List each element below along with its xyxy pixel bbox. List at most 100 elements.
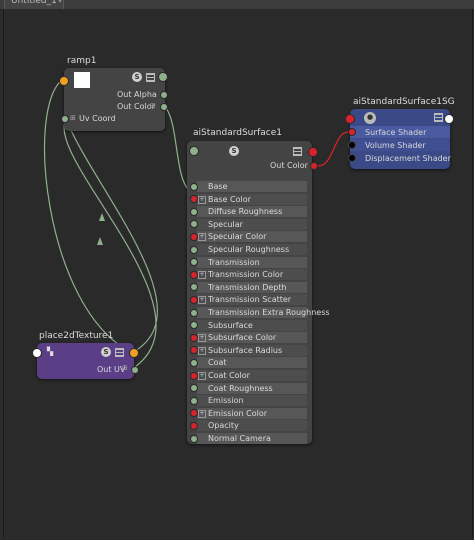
surface-attribute-label: Transmission Depth bbox=[208, 282, 287, 292]
shading-group-node[interactable]: ● Surface Shader Volume Shader Displacem… bbox=[345, 109, 454, 169]
shader-ball-icon[interactable]: S bbox=[132, 72, 142, 82]
surface-attribute-label: Normal Camera bbox=[208, 434, 271, 443]
place2d-node[interactable]: ▚ S Out UV ⊞ bbox=[32, 343, 139, 379]
surface-attribute-row[interactable]: Base bbox=[190, 181, 307, 192]
wire-ramp-outcolor-to-basecolor bbox=[163, 105, 191, 192]
surface-attribute-port[interactable] bbox=[190, 409, 198, 418]
expand-plus-icon[interactable] bbox=[198, 233, 206, 242]
surface-attribute-port[interactable] bbox=[190, 308, 198, 317]
surface-input-port[interactable] bbox=[189, 146, 199, 156]
tab-menu-icon[interactable]: ▾ bbox=[58, 0, 63, 5]
surface-attribute-port[interactable] bbox=[190, 207, 198, 216]
surface-attribute-row[interactable]: Transmission Depth bbox=[190, 281, 307, 293]
surface-attribute-row[interactable]: Emission bbox=[190, 395, 307, 407]
expand-plus-icon[interactable] bbox=[198, 195, 206, 204]
sg-output-port[interactable] bbox=[444, 114, 454, 124]
surface-attribute-row[interactable]: Normal Camera bbox=[190, 433, 307, 444]
surface-attribute-row[interactable]: Subsurface bbox=[190, 319, 307, 331]
ramp-node[interactable]: S Out Alpha Out Color ⊞ ⊞ Uv Coord bbox=[59, 68, 168, 131]
surface-attribute-port[interactable] bbox=[190, 346, 198, 355]
surface-attribute-row[interactable]: Subsurface Radius bbox=[190, 344, 307, 356]
shader-ball-icon[interactable]: S bbox=[101, 347, 111, 357]
attribute-list-icon[interactable] bbox=[146, 73, 155, 82]
surface-attribute-port[interactable] bbox=[190, 295, 198, 304]
expand-plus-icon[interactable] bbox=[198, 271, 206, 280]
expand-grid-icon[interactable]: ⊞ bbox=[150, 102, 156, 110]
surface-attribute-port[interactable] bbox=[190, 358, 198, 367]
ramp-input-port[interactable] bbox=[59, 76, 69, 86]
surface-attribute-label: Coat bbox=[208, 358, 227, 368]
ramp-out-color-port[interactable] bbox=[160, 103, 168, 111]
surface-attribute-row[interactable]: Coat bbox=[190, 357, 307, 369]
expand-grid-icon[interactable]: ⊞ bbox=[70, 114, 76, 122]
surface-attribute-label: Emission Color bbox=[208, 408, 268, 418]
surface-attribute-port[interactable] bbox=[190, 220, 198, 229]
expand-plus-icon[interactable] bbox=[198, 409, 206, 418]
surface-attribute-row[interactable]: Transmission bbox=[190, 256, 307, 268]
ramp-out-alpha-port[interactable] bbox=[160, 91, 168, 99]
sg-row-bg bbox=[350, 139, 450, 151]
surface-attribute-port[interactable] bbox=[190, 321, 198, 330]
ramp-output-port[interactable] bbox=[158, 72, 168, 82]
wire-outuv-to-uvcoord bbox=[63, 118, 157, 368]
surface-attribute-port[interactable] bbox=[190, 434, 198, 443]
surface-attribute-port[interactable] bbox=[190, 258, 198, 267]
attribute-list-icon[interactable] bbox=[434, 113, 443, 122]
surface-attribute-row[interactable]: Transmission Color bbox=[190, 269, 307, 281]
surface-attribute-row[interactable]: Specular bbox=[190, 218, 307, 230]
place2d-input-port[interactable] bbox=[32, 348, 42, 358]
expand-plus-icon[interactable] bbox=[198, 346, 206, 355]
sg-volume-shader-port[interactable] bbox=[348, 141, 356, 149]
surface-attribute-row[interactable]: Base Color bbox=[190, 193, 307, 205]
expand-plus-icon[interactable] bbox=[198, 372, 206, 380]
surface-attribute-row[interactable]: Coat Roughness bbox=[190, 382, 307, 394]
surface-attribute-row[interactable]: Transmission Scatter bbox=[190, 294, 307, 306]
surface-attribute-port[interactable] bbox=[190, 245, 198, 254]
surface-attribute-label: Transmission Extra Roughness bbox=[208, 308, 330, 317]
surface-attribute-row[interactable]: Diffuse Roughness bbox=[190, 206, 307, 218]
sg-surface-shader-label: Surface Shader bbox=[365, 128, 427, 137]
surface-attribute-port[interactable] bbox=[190, 270, 198, 279]
surface-attribute-port[interactable] bbox=[190, 371, 198, 380]
attribute-list-icon[interactable] bbox=[293, 147, 302, 156]
sg-displacement-shader-port[interactable] bbox=[348, 154, 356, 162]
wire-arrow-1 bbox=[99, 213, 105, 221]
place2d-out-uv-port[interactable] bbox=[131, 366, 139, 374]
place2d-output-port[interactable] bbox=[129, 348, 139, 358]
surface-attribute-label: Subsurface Radius bbox=[208, 345, 283, 355]
surface-attribute-row[interactable]: Emission Color bbox=[190, 407, 307, 419]
expand-plus-icon[interactable] bbox=[198, 334, 206, 343]
surface-attribute-port[interactable] bbox=[190, 232, 198, 241]
surface-attribute-port[interactable] bbox=[190, 283, 198, 292]
connection-wires bbox=[43, 77, 349, 368]
surface-attribute-port[interactable] bbox=[190, 421, 198, 430]
shader-ball-icon[interactable]: S bbox=[229, 146, 239, 156]
node-editor-canvas[interactable]: ramp1 S Out Alpha Out Color ⊞ ⊞ Uv Coord… bbox=[3, 9, 473, 538]
tab-bar: Untitled_1 ▾ bbox=[0, 0, 474, 10]
surface-output-port[interactable] bbox=[308, 147, 318, 157]
sg-input-port[interactable] bbox=[345, 114, 355, 124]
surface-attribute-row[interactable]: Specular Color bbox=[190, 231, 307, 243]
surface-attribute-port[interactable] bbox=[190, 182, 198, 191]
place2d-node-title: place2dTexture1 bbox=[39, 331, 114, 341]
surface-out-color-port[interactable] bbox=[310, 162, 318, 170]
surface-attribute-label: Opacity bbox=[208, 421, 239, 431]
surface-attribute-row[interactable]: Subsurface Color bbox=[190, 332, 307, 344]
expand-plus-icon[interactable] bbox=[198, 296, 206, 305]
ramp-uv-coord-port[interactable] bbox=[61, 115, 69, 123]
sg-surface-shader-port[interactable] bbox=[348, 128, 356, 136]
surface-attribute-port[interactable] bbox=[190, 396, 198, 405]
expand-grid-icon[interactable]: ⊞ bbox=[122, 364, 128, 372]
surface-attribute-port[interactable] bbox=[190, 195, 198, 204]
surface-attribute-row[interactable]: Specular Roughness bbox=[190, 244, 307, 255]
surface-attribute-label: Specular Roughness bbox=[208, 245, 290, 254]
surface-attribute-row[interactable]: Coat Color bbox=[190, 370, 307, 381]
shader-ball-icon[interactable]: ● bbox=[364, 112, 376, 124]
wire-uv-to-uvcoord bbox=[65, 118, 158, 352]
attribute-list-icon[interactable] bbox=[115, 348, 124, 357]
surface-attribute-row[interactable]: Opacity bbox=[190, 420, 307, 432]
surface-attribute-row[interactable]: Transmission Extra Roughness bbox=[190, 307, 330, 318]
surface-attribute-port[interactable] bbox=[190, 333, 198, 342]
surface-attribute-port[interactable] bbox=[190, 384, 198, 393]
